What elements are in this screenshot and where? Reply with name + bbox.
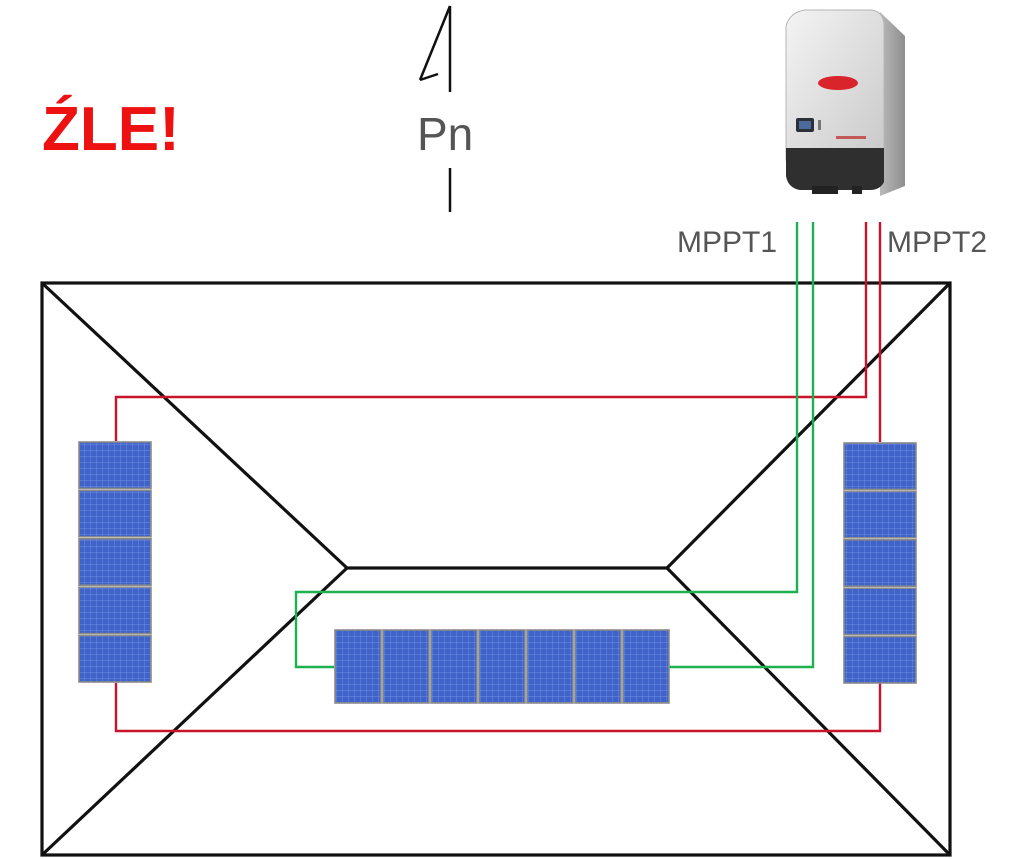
solar-panel xyxy=(526,629,574,704)
solar-panel xyxy=(478,629,526,704)
solar-panel xyxy=(574,629,622,704)
solar-panel xyxy=(430,629,478,704)
north-label: Pn xyxy=(417,108,473,160)
panel-group-south xyxy=(334,629,670,704)
solar-panel xyxy=(78,441,152,490)
mppt2-label: MPPT2 xyxy=(887,226,987,259)
north-arrow-icon xyxy=(418,5,452,212)
solar-panel xyxy=(382,629,430,704)
solar-panel xyxy=(843,490,917,539)
solar-panel xyxy=(334,629,382,704)
panel-group-west xyxy=(78,441,152,683)
mppt1-label: MPPT1 xyxy=(677,226,777,259)
solar-panel xyxy=(622,629,670,704)
solar-panel xyxy=(78,634,152,683)
solar-panel xyxy=(78,586,152,635)
solar-panel xyxy=(843,635,917,684)
solar-panel xyxy=(843,538,917,587)
inverter-icon xyxy=(785,9,905,196)
solar-panel xyxy=(843,587,917,636)
solar-panel xyxy=(78,489,152,538)
panel-group-east xyxy=(843,442,917,684)
solar-panel xyxy=(78,537,152,586)
string-mppt1-wiring xyxy=(294,222,815,669)
solar-panel xyxy=(843,442,917,491)
title-wrong: ŹLE! xyxy=(42,95,180,164)
string-mppt2-wiring xyxy=(114,222,882,733)
